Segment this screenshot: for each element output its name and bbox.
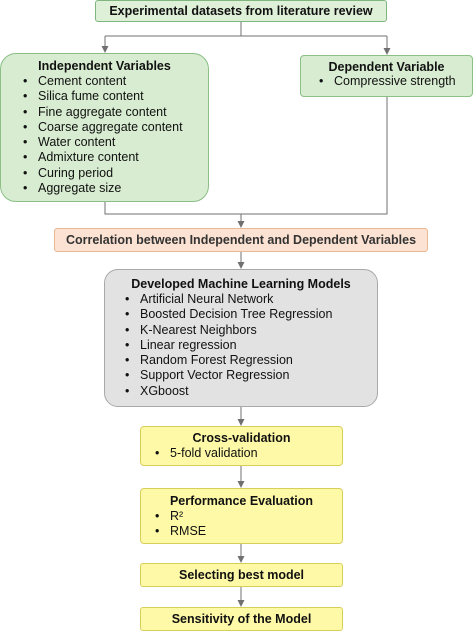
independent-variables-title: Independent Variables bbox=[38, 59, 171, 73]
list-item: Coarse aggregate content bbox=[23, 120, 208, 136]
list-item: Cement content bbox=[23, 74, 208, 90]
sensitivity-title: Sensitivity of the Model bbox=[171, 612, 312, 626]
list-item: 5-fold validation bbox=[155, 446, 342, 462]
list-item: Silica fume content bbox=[23, 89, 208, 105]
cross-validation-box: Cross-validation 5-fold validation bbox=[140, 426, 343, 466]
split-connector bbox=[105, 22, 387, 37]
sensitivity-box: Sensitivity of the Model bbox=[140, 607, 343, 631]
list-item: Fine aggregate content bbox=[23, 105, 208, 121]
list-item: XGboost bbox=[125, 384, 377, 400]
list-item: Water content bbox=[23, 135, 208, 151]
ml-models-list: Artificial Neural Network Boosted Decisi… bbox=[125, 292, 377, 399]
cross-validation-list: 5-fold validation bbox=[155, 446, 342, 462]
performance-evaluation-box: Performance Evaluation R² RMSE bbox=[140, 488, 343, 544]
list-item: Linear regression bbox=[125, 338, 377, 354]
dependent-variable-list: Compressive strength bbox=[319, 74, 472, 90]
list-item: Support Vector Regression bbox=[125, 368, 377, 384]
list-item: Admixture content bbox=[23, 150, 208, 166]
ml-models-title: Developed Machine Learning Models bbox=[131, 277, 351, 291]
performance-metrics-list: R² RMSE bbox=[155, 509, 342, 540]
dependent-variable-box: Dependent Variable Compressive strength bbox=[300, 55, 473, 97]
list-item: RMSE bbox=[155, 524, 342, 540]
ml-models-box: Developed Machine Learning Models Artifi… bbox=[104, 269, 378, 407]
selecting-best-model-box: Selecting best model bbox=[140, 563, 343, 587]
experimental-datasets-box: Experimental datasets from literature re… bbox=[95, 0, 387, 22]
dependent-variable-title: Dependent Variable bbox=[328, 60, 445, 74]
experimental-datasets-title: Experimental datasets from literature re… bbox=[109, 4, 373, 18]
list-item: Curing period bbox=[23, 166, 208, 182]
list-item: Boosted Decision Tree Regression bbox=[125, 307, 377, 323]
list-item: R² bbox=[155, 509, 342, 525]
independent-variables-list: Cement content Silica fume content Fine … bbox=[23, 74, 208, 197]
cross-validation-title: Cross-validation bbox=[192, 431, 291, 445]
list-item: Artificial Neural Network bbox=[125, 292, 377, 308]
list-item: K-Nearest Neighbors bbox=[125, 323, 377, 339]
list-item: Random Forest Regression bbox=[125, 353, 377, 369]
correlation-box: Correlation between Independent and Depe… bbox=[54, 228, 428, 252]
list-item: Aggregate size bbox=[23, 181, 208, 197]
performance-evaluation-title: Performance Evaluation bbox=[169, 494, 314, 508]
selecting-best-model-title: Selecting best model bbox=[178, 568, 305, 582]
independent-variables-box: Independent Variables Cement content Sil… bbox=[0, 53, 209, 202]
correlation-title: Correlation between Independent and Depe… bbox=[65, 233, 417, 247]
list-item: Compressive strength bbox=[319, 74, 472, 90]
